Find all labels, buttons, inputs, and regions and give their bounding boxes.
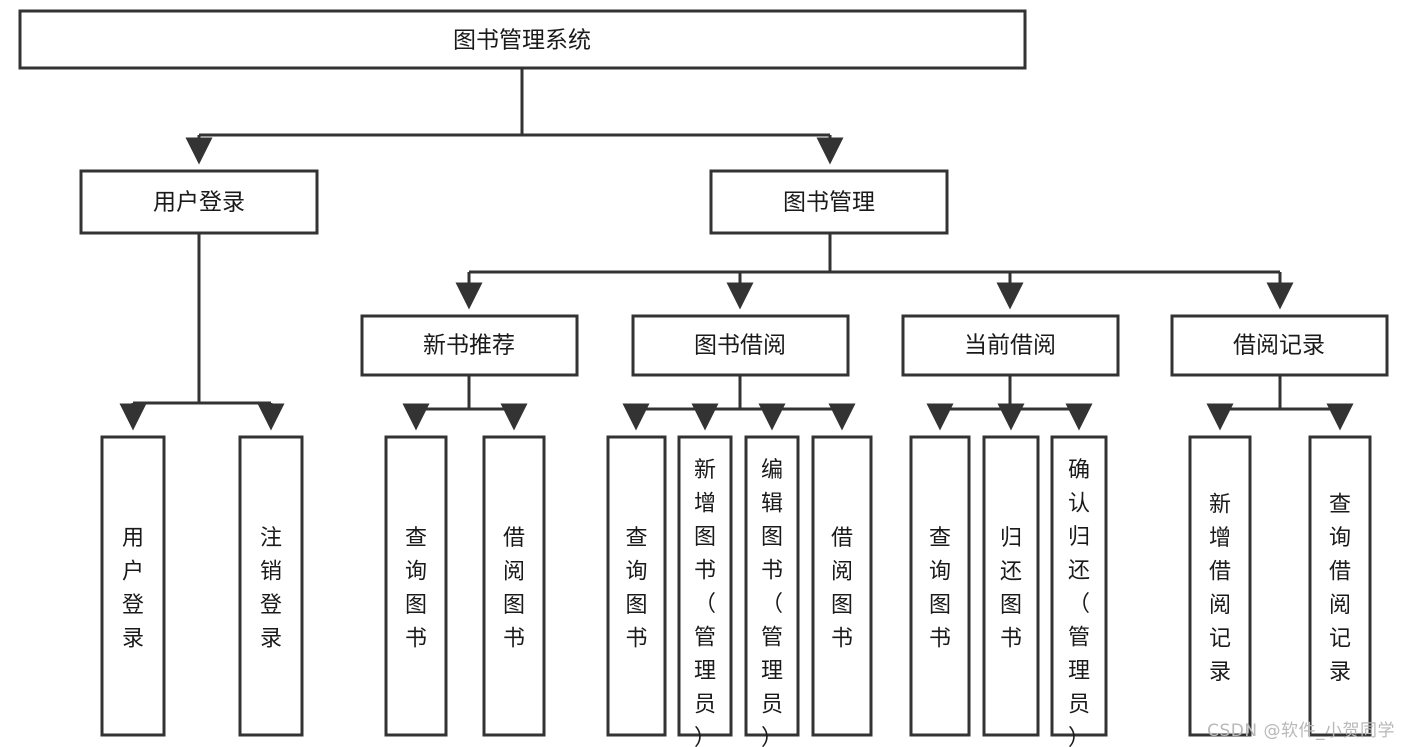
node-user-login-box <box>79 169 319 235</box>
node-leaf-logout-label: 注销登录 <box>260 526 282 652</box>
node-leaf-query-book-3-box <box>909 435 971 737</box>
node-book-manage[interactable]: 图书管理 <box>709 169 949 235</box>
node-borrow-record[interactable]: 借阅记录 <box>1170 314 1389 377</box>
node-leaf-query-record-label: 查询借阅记录 <box>1329 493 1351 686</box>
node-leaf-borrow-book-2[interactable]: 借阅图书 <box>811 435 873 737</box>
node-leaf-edit-book[interactable]: 编辑图书（管理员） <box>744 435 800 747</box>
node-leaf-query-book-1[interactable]: 查询图书 <box>384 435 448 737</box>
node-leaf-confirm-return[interactable]: 确认归还（管理员） <box>1050 435 1108 747</box>
node-leaf-query-book-1-label: 查询图书 <box>405 526 427 652</box>
node-book-borrow-label: 图书借阅 <box>694 333 786 359</box>
node-leaf-user-login[interactable]: 用户登录 <box>100 435 166 737</box>
leaf-nodes: 用户登录 注销登录 查询图书 借阅图书 查询图书 新增图书（管理员） 编辑图书（管理员） 借阅… <box>100 435 1372 747</box>
node-leaf-logout[interactable]: 注销登录 <box>238 435 304 737</box>
node-root-box <box>18 9 1027 70</box>
node-leaf-query-book-3[interactable]: 查询图书 <box>909 435 971 737</box>
node-leaf-confirm-return-label: 确认归还（管理员） <box>1068 458 1090 747</box>
watermark: CSDN @软件_小贺同学 <box>1207 721 1395 741</box>
node-leaf-borrow-book-2-label: 借阅图书 <box>831 526 853 652</box>
node-borrow-record-label: 借阅记录 <box>1233 333 1325 359</box>
node-leaf-return-book-label: 归还图书 <box>1000 526 1022 652</box>
node-leaf-query-book-1-box <box>384 435 448 737</box>
node-leaf-user-login-label: 用户登录 <box>122 526 144 652</box>
node-book-borrow[interactable]: 图书借阅 <box>631 314 850 377</box>
node-leaf-query-book-2-box <box>606 435 667 737</box>
node-current-borrow-label: 当前借阅 <box>964 333 1056 359</box>
node-leaf-query-book-3-label: 查询图书 <box>929 526 951 652</box>
node-leaf-add-book-label: 新增图书（管理员） <box>694 458 716 747</box>
node-new-book-recommend-label: 新书推荐 <box>423 333 515 359</box>
node-current-borrow-box <box>901 314 1120 377</box>
connectors <box>119 68 1354 431</box>
node-leaf-user-login-box <box>100 435 166 737</box>
node-leaf-logout-box <box>238 435 304 737</box>
node-leaf-borrow-book-2-box <box>811 435 873 737</box>
node-root-label: 图书管理系统 <box>453 28 591 54</box>
node-leaf-confirm-return-box <box>1050 435 1108 737</box>
node-leaf-edit-book-box <box>744 435 800 737</box>
node-leaf-query-record-box <box>1308 435 1372 737</box>
node-current-borrow[interactable]: 当前借阅 <box>901 314 1120 377</box>
node-root[interactable]: 图书管理系统 <box>18 9 1027 70</box>
node-leaf-query-book-2-label: 查询图书 <box>625 526 647 652</box>
node-book-manage-box <box>709 169 949 235</box>
node-book-manage-label: 图书管理 <box>783 190 875 216</box>
node-leaf-borrow-book-1-box <box>482 435 546 737</box>
node-new-book-recommend-box <box>360 314 579 377</box>
node-leaf-query-record[interactable]: 查询借阅记录 <box>1308 435 1372 737</box>
node-leaf-return-book[interactable]: 归还图书 <box>982 435 1040 737</box>
node-user-login[interactable]: 用户登录 <box>79 169 319 235</box>
node-leaf-add-record-label: 新增借阅记录 <box>1209 493 1231 686</box>
node-leaf-borrow-book-1[interactable]: 借阅图书 <box>482 435 546 737</box>
node-leaf-borrow-book-1-label: 借阅图书 <box>503 526 525 652</box>
node-user-login-label: 用户登录 <box>153 190 245 216</box>
node-new-book-recommend[interactable]: 新书推荐 <box>360 314 579 377</box>
node-leaf-return-book-box <box>982 435 1040 737</box>
node-leaf-query-book-2[interactable]: 查询图书 <box>606 435 667 737</box>
node-book-borrow-box <box>631 314 850 377</box>
node-leaf-add-record-box <box>1188 435 1252 737</box>
node-borrow-record-box <box>1170 314 1389 377</box>
node-leaf-add-book[interactable]: 新增图书（管理员） <box>677 435 733 747</box>
node-leaf-add-book-box <box>677 435 733 737</box>
node-leaf-add-record[interactable]: 新增借阅记录 <box>1188 435 1252 737</box>
node-leaf-edit-book-label: 编辑图书（管理员） <box>761 458 783 747</box>
